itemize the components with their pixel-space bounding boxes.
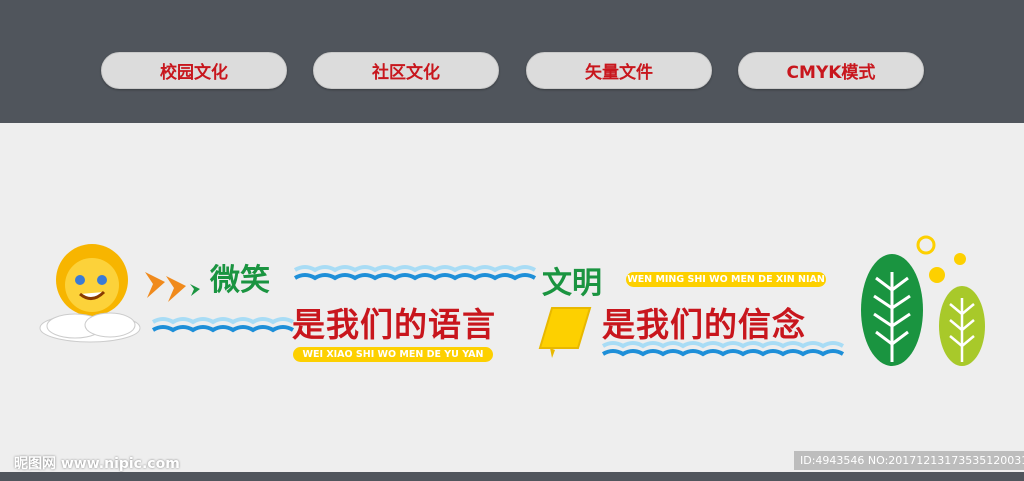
image-id-label: ID:4943546 NO:20171213173535120031 (794, 451, 1024, 470)
header-bar: 校园文化 社区文化 矢量文件 CMYK模式 (0, 0, 1024, 123)
arrows-icon (145, 272, 200, 302)
wave-decoration (293, 265, 537, 273)
smile-slogan: 是我们的语言 (292, 305, 496, 344)
vector-file-button[interactable]: 矢量文件 (526, 52, 712, 89)
community-culture-button[interactable]: 社区文化 (313, 52, 499, 89)
wave-decoration (151, 317, 295, 325)
campus-culture-button[interactable]: 校园文化 (101, 52, 287, 89)
civility-title: 文明 (542, 266, 602, 301)
wave-decoration (601, 341, 845, 349)
wave-decoration (151, 325, 295, 333)
smile-title: 微笑 (210, 263, 270, 298)
civility-slogan: 是我们的信念 (602, 305, 806, 344)
smile-pinyin: WEI XIAO SHI WO MEN DE YU YAN (293, 347, 493, 362)
bottom-bar (0, 472, 1024, 481)
trees-icon (861, 235, 985, 366)
wave-decoration (601, 349, 845, 357)
watermark-logo: 昵图网 www.nipic.com (14, 456, 180, 472)
sun-cloud-icon (39, 244, 141, 343)
book-icon (538, 307, 592, 358)
cmyk-mode-button[interactable]: CMYK模式 (738, 52, 924, 89)
wave-decoration (293, 273, 537, 281)
civility-pinyin: WEN MING SHI WO MEN DE XIN NIAN (626, 272, 826, 287)
banner-art (39, 235, 985, 366)
